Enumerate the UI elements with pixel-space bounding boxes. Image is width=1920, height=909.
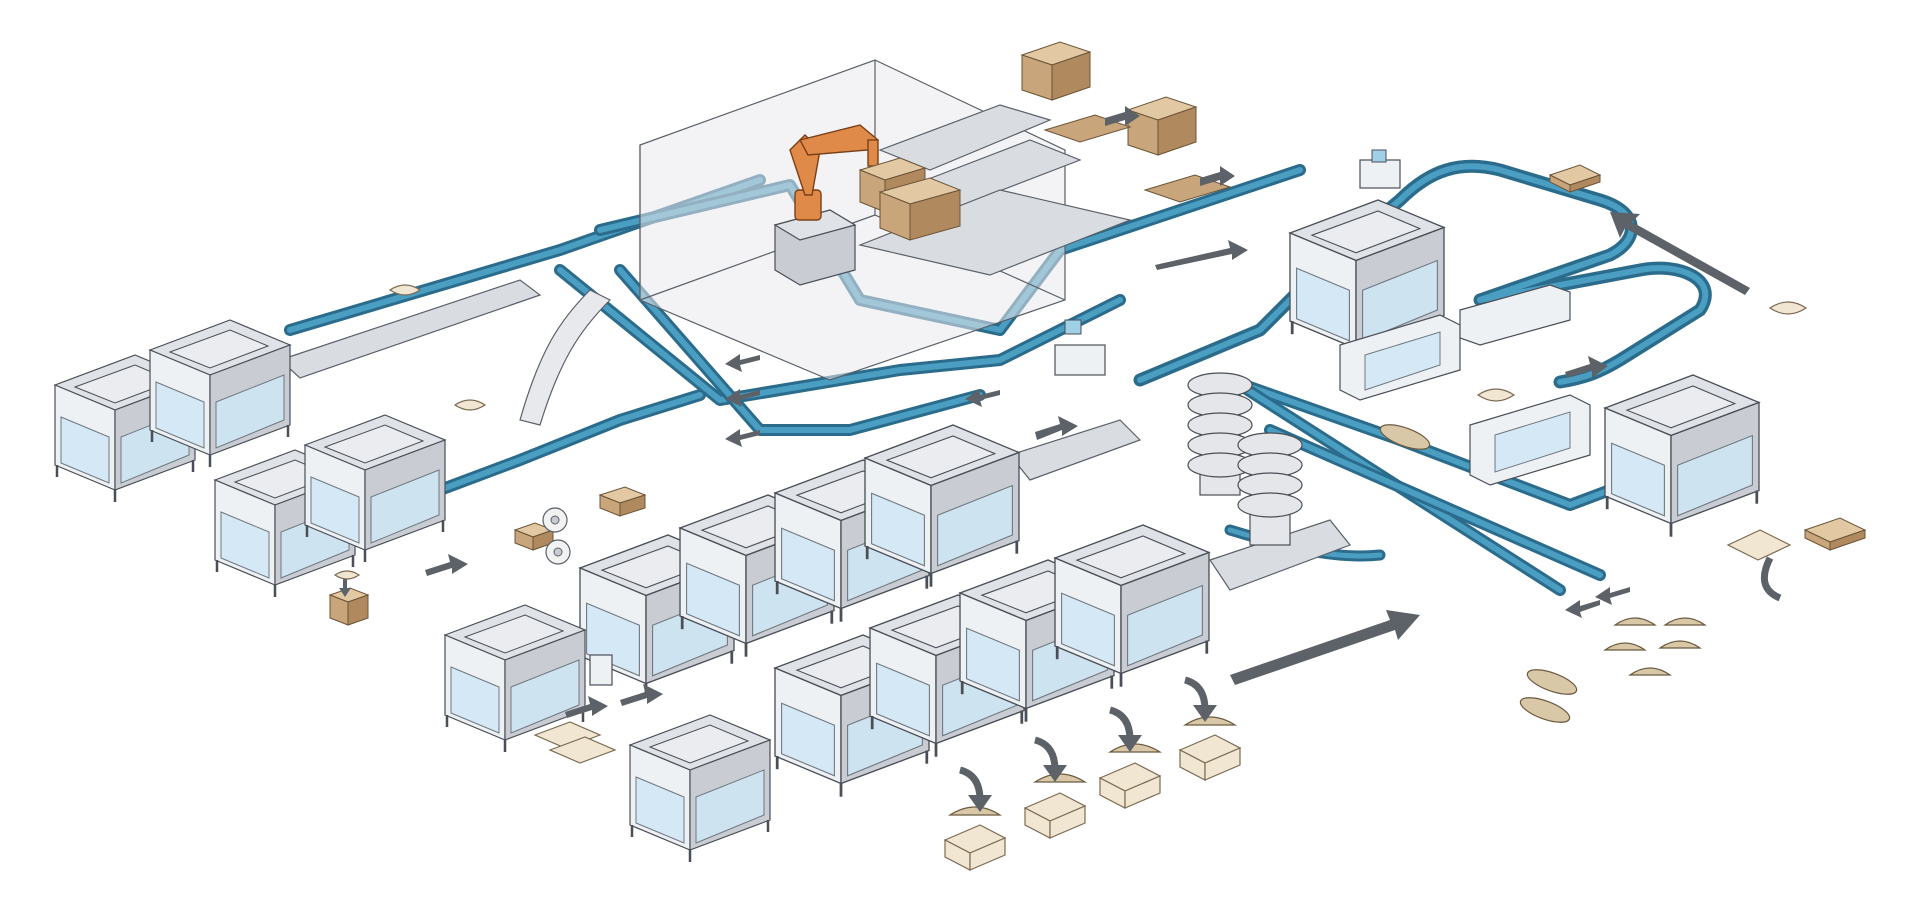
robot-palletizing-cell [639,59,1133,381]
bread-on-tray-1 [947,806,1003,816]
roller-conveyor-left [278,279,542,379]
bread-on-tray-3 [1107,743,1163,753]
arrow-large-diagonal [1230,610,1420,685]
pallet-stack-1 [1020,41,1092,101]
palletizing-robot-icon [789,124,880,221]
spiral-conveyor-icon [1187,372,1253,496]
arrow-small-3 [1595,587,1630,605]
cardboard-blank-2 [548,736,617,764]
pouch-4 [1476,388,1516,402]
checkweigher-1 [1054,344,1106,376]
checkweigher-2 [1359,159,1401,189]
pallet-area [1020,41,1235,203]
pouch-5 [1768,301,1808,315]
bread-loaf-2 [1526,669,1578,695]
bread-loaf-icon [1379,424,1431,450]
flowwrappers [1339,284,1591,486]
tray-icon [943,824,1007,871]
bread-half-2 [1663,617,1707,626]
arrow-center-1 [1035,416,1078,440]
box-left-1 [328,587,370,626]
arrow-center-2 [425,554,468,576]
bread-on-tray-4 [1182,716,1238,726]
spiral-conveyors [1187,372,1303,546]
chute-curve [519,289,612,426]
pallet-stack-2 [1126,96,1198,156]
arrow-lower-2 [565,696,608,718]
open-box [1726,529,1792,561]
roller-conveyors [278,279,1351,591]
arrow-left-1 [725,354,760,372]
box-right-1 [1548,164,1602,193]
flow-arrow-icon [1105,106,1140,126]
pouch-2 [453,399,487,411]
pouch-3 [333,570,361,580]
box-right-2 [1803,517,1867,551]
arrow-left-3 [725,429,760,447]
roller-conveyor-mid [1008,419,1142,481]
bread-half-5 [1628,667,1672,676]
rotate-arrow-icon [1760,556,1782,602]
spiral-conveyor-2 [1237,432,1303,546]
pouches [333,284,1808,580]
pouch-1 [388,284,422,296]
bread-half-4 [1658,640,1702,649]
screen-icon [1064,319,1082,335]
cardboard-blank-1 [533,721,602,749]
packaging-machine-16 [1603,373,1761,539]
bread-loaf-3 [1519,697,1571,723]
control-panels [589,149,1401,686]
flow-arrows [339,212,1750,812]
box-left-3 [598,486,647,517]
tray-3 [1098,762,1162,809]
arrow-small-1 [965,389,1000,407]
packaging-machine-14 [628,713,772,864]
tray-2 [1023,792,1087,839]
bread-on-tray-2 [1032,773,1088,783]
bread-half-1 [1613,617,1657,626]
waste-bin [589,654,613,686]
bread-half-3 [1603,642,1647,651]
arrow-small-2 [1565,600,1600,618]
arrow-mid-right [1565,356,1608,378]
arrow-mid [1155,240,1248,270]
arrow-top-right [1610,212,1750,295]
arrow-left-2 [725,389,760,407]
arrow-lower-1 [620,684,663,706]
tray-4 [1178,734,1242,781]
